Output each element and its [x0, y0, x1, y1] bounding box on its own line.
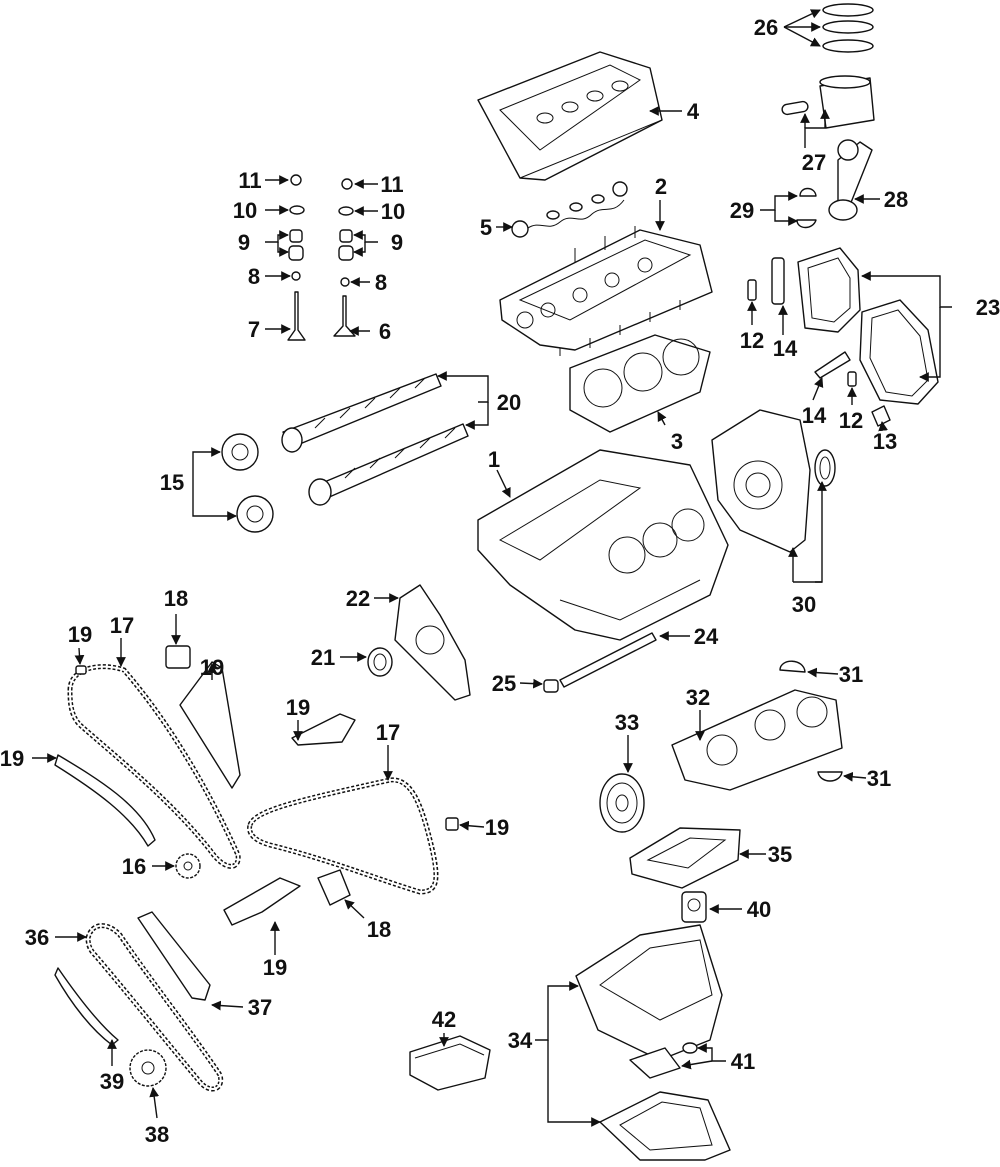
callout-20: 20	[497, 390, 521, 415]
callout-40: 40	[747, 897, 771, 922]
leader-lines	[32, 9, 952, 1127]
callout-34: 34	[508, 1028, 533, 1053]
front-cover-and-seal	[367, 584, 471, 701]
callout-31-lower: 31	[867, 766, 891, 791]
callout-19-upper-guide: 19	[200, 655, 224, 680]
callout-26: 26	[754, 15, 778, 40]
crank-sprocket	[175, 853, 201, 879]
lower-chain-guides	[54, 911, 211, 1046]
control-module	[409, 1035, 491, 1091]
callout-numbers: 26 4 27 28 29 2 5 11 11 10 10 9 9 8 8 7 …	[0, 15, 1000, 1147]
valve-cover-gasket	[511, 181, 628, 238]
cylinder-head	[499, 226, 713, 356]
callout-4: 4	[687, 99, 700, 124]
callout-12-upper: 12	[740, 328, 764, 353]
piston-assembly	[781, 3, 875, 229]
chain-tensioners	[165, 645, 351, 906]
oil-pump-sprocket	[129, 1049, 167, 1087]
callout-29: 29	[730, 198, 754, 223]
callout-18-upper: 18	[164, 586, 188, 611]
camshafts	[281, 373, 469, 506]
callout-39: 39	[100, 1069, 124, 1094]
callout-10-left: 10	[233, 198, 257, 223]
callout-35: 35	[768, 842, 792, 867]
callout-23: 23	[976, 295, 1000, 320]
callout-22: 22	[346, 586, 370, 611]
callout-21: 21	[311, 645, 335, 670]
cam-phasers	[221, 433, 274, 533]
callout-24: 24	[694, 624, 719, 649]
callout-5: 5	[480, 215, 492, 240]
callout-8-right: 8	[375, 270, 387, 295]
callout-36: 36	[25, 925, 49, 950]
valve-train-components	[287, 174, 356, 341]
callout-3: 3	[671, 429, 683, 454]
callout-19-middle: 19	[286, 695, 310, 720]
sensors-and-solenoids	[747, 257, 891, 427]
callout-18-lower: 18	[367, 917, 391, 942]
callout-38: 38	[145, 1122, 169, 1147]
callout-9-right: 9	[391, 230, 403, 255]
callout-33: 33	[615, 710, 639, 735]
oil-pickup	[629, 1042, 698, 1079]
callout-7: 7	[248, 317, 260, 342]
callout-9-left: 9	[238, 230, 250, 255]
dipstick-tube	[543, 632, 657, 693]
timing-chains	[67, 664, 439, 1092]
callout-19-right: 19	[485, 815, 509, 840]
callout-13: 13	[873, 429, 897, 454]
callout-27: 27	[802, 150, 826, 175]
callout-8-left: 8	[248, 264, 260, 289]
callout-17-left: 17	[110, 613, 134, 638]
callout-11-left: 11	[238, 168, 261, 193]
callout-14-lower: 14	[802, 403, 827, 428]
callout-14-upper: 14	[773, 336, 798, 361]
callout-1: 1	[488, 447, 500, 472]
oil-pump	[681, 891, 707, 923]
callout-32: 32	[686, 685, 710, 710]
callout-19-left-guide: 19	[0, 746, 24, 771]
callout-15: 15	[160, 470, 184, 495]
callout-11-right: 11	[380, 172, 403, 197]
callout-37: 37	[248, 995, 272, 1020]
callout-12-lower: 12	[839, 408, 863, 433]
chain-guides	[54, 661, 459, 926]
callout-42: 42	[432, 1007, 456, 1032]
callout-16: 16	[122, 854, 146, 879]
valve-cover	[477, 51, 663, 181]
callout-19-lower: 19	[263, 955, 287, 980]
callout-25: 25	[492, 671, 516, 696]
callout-19-top-left: 19	[68, 622, 92, 647]
engine-block	[477, 449, 729, 641]
crankshaft-assembly	[599, 660, 843, 833]
callout-31-upper: 31	[839, 662, 863, 687]
head-gasket	[569, 334, 711, 433]
callout-6: 6	[379, 319, 391, 344]
oil-pan	[575, 924, 731, 1161]
rear-cover-and-seal	[711, 409, 836, 553]
oil-pan-baffle	[629, 827, 741, 889]
callout-2: 2	[655, 174, 667, 199]
timing-covers	[797, 247, 939, 405]
callout-10-right: 10	[381, 199, 405, 224]
callout-28: 28	[884, 187, 908, 212]
callout-41: 41	[731, 1049, 755, 1074]
callout-30: 30	[792, 592, 816, 617]
callout-17-right: 17	[376, 720, 400, 745]
